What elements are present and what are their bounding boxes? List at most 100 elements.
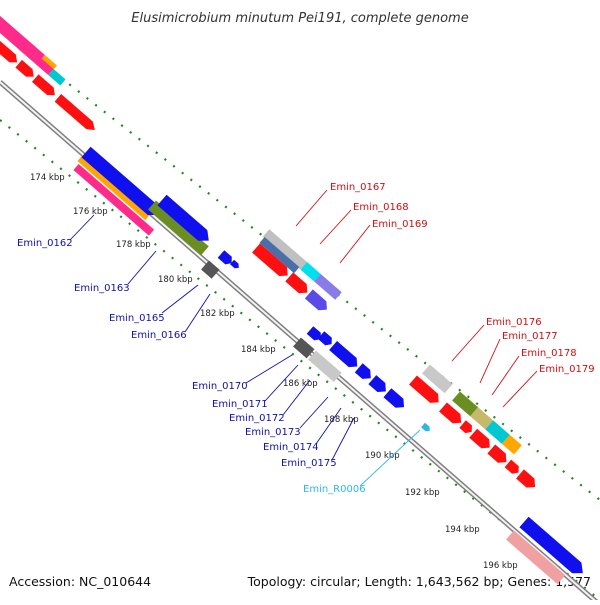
gene-label[interactable]: Emin_0162 bbox=[17, 238, 73, 249]
gene-arrow[interactable] bbox=[439, 402, 465, 427]
gene-arrow[interactable] bbox=[469, 428, 493, 452]
gene-block[interactable] bbox=[262, 229, 308, 270]
gene-block[interactable] bbox=[0, 22, 54, 75]
gene-label[interactable]: Emin_0175 bbox=[281, 458, 337, 469]
leader-line bbox=[331, 417, 355, 461]
gene-arrow[interactable] bbox=[230, 259, 241, 270]
gene-label[interactable]: Emin_0171 bbox=[212, 399, 268, 410]
gene-arrow[interactable] bbox=[409, 375, 443, 406]
leader-line bbox=[264, 364, 299, 402]
gene-label[interactable]: Emin_0165 bbox=[109, 313, 165, 324]
kbp-tick-label: 178 kbp bbox=[116, 240, 151, 250]
gene-label[interactable]: Emin_0168 bbox=[353, 202, 409, 213]
leader-line bbox=[184, 293, 211, 333]
gene-arrow[interactable] bbox=[504, 459, 522, 477]
gene-arrow[interactable] bbox=[329, 340, 361, 371]
gene-arrow[interactable] bbox=[317, 331, 335, 348]
gene-label[interactable]: Emin_0177 bbox=[502, 331, 558, 342]
leader-line bbox=[69, 214, 95, 241]
kbp-tick-label: 190 kbp bbox=[365, 451, 400, 461]
gene-arrow[interactable] bbox=[157, 194, 213, 246]
leader-line bbox=[359, 429, 421, 487]
ruler-lines bbox=[0, 29, 600, 601]
kbp-tick-label: 180 kbp bbox=[158, 275, 193, 285]
gene-arrow[interactable] bbox=[54, 94, 99, 134]
accession-label: Accession: NC_010644 bbox=[9, 574, 151, 589]
gene-block[interactable] bbox=[308, 350, 342, 382]
gene-label[interactable]: Emin_0179 bbox=[539, 364, 595, 375]
kbp-tick-label: 188 kbp bbox=[324, 415, 359, 425]
gene-arrow[interactable] bbox=[354, 363, 375, 383]
gene-labels-left: Emin_0162 Emin_0163 Emin_0165 Emin_0166 … bbox=[17, 238, 366, 495]
kbp-tick-label: 184 kbp bbox=[241, 345, 276, 355]
gene-label[interactable]: Emin_0169 bbox=[372, 219, 428, 230]
map-title: Elusimicrobium minutum Pei191, complete … bbox=[131, 11, 468, 26]
gene-label[interactable]: Emin_0170 bbox=[192, 381, 248, 392]
gene-block[interactable] bbox=[452, 391, 479, 417]
label-leader-lines bbox=[69, 189, 538, 487]
gene-block[interactable] bbox=[485, 420, 510, 444]
gene-block[interactable] bbox=[148, 200, 209, 256]
gene-label-rna[interactable]: Emin_R0006 bbox=[303, 484, 366, 495]
gene-arrow[interactable] bbox=[383, 388, 407, 411]
kbp-tick-label: 182 kbp bbox=[200, 309, 235, 319]
gene-arrow[interactable] bbox=[306, 326, 324, 343]
gene-labels-right: Emin_0167 Emin_0168 Emin_0169 Emin_0176 … bbox=[330, 182, 595, 375]
leader-line bbox=[491, 355, 520, 396]
gene-arrow[interactable] bbox=[31, 74, 58, 99]
gene-block[interactable] bbox=[201, 260, 220, 279]
gene-arrow[interactable] bbox=[459, 420, 475, 435]
gene-block[interactable] bbox=[259, 236, 300, 274]
gene-arrow[interactable] bbox=[285, 272, 311, 297]
gene-block[interactable] bbox=[77, 154, 151, 221]
gene-block[interactable] bbox=[39, 54, 58, 72]
leader-line bbox=[451, 324, 485, 362]
gene-block[interactable] bbox=[501, 434, 522, 455]
leader-line bbox=[245, 354, 293, 384]
gene-label[interactable]: Emin_0172 bbox=[229, 413, 285, 424]
gene-label[interactable]: Emin_0176 bbox=[486, 317, 542, 328]
gene-label[interactable]: Emin_0167 bbox=[330, 182, 386, 193]
gene-label[interactable]: Emin_0163 bbox=[74, 283, 130, 294]
gene-arrow[interactable] bbox=[81, 146, 163, 221]
leader-line bbox=[299, 396, 329, 429]
gene-block[interactable] bbox=[0, 12, 45, 62]
leader-line bbox=[479, 338, 501, 384]
kbp-tick-label: 186 kbp bbox=[283, 379, 318, 389]
gene-arrow[interactable] bbox=[368, 375, 389, 396]
gene-arrow[interactable] bbox=[519, 516, 587, 579]
gene-arrow[interactable] bbox=[217, 250, 235, 267]
gene-block[interactable] bbox=[314, 273, 342, 300]
gene-block[interactable] bbox=[470, 407, 494, 430]
gene-label[interactable]: Emin_0174 bbox=[263, 442, 319, 453]
leader-line bbox=[161, 284, 199, 314]
gene-label[interactable]: Emin_0173 bbox=[245, 427, 301, 438]
gene-arrow[interactable] bbox=[15, 59, 37, 81]
leader-line bbox=[282, 379, 311, 416]
kbp-tick-label: 194 kbp bbox=[445, 525, 480, 535]
gene-block[interactable] bbox=[300, 262, 321, 282]
kbp-tick-label: 196 kbp bbox=[483, 561, 518, 571]
gene-arrow[interactable] bbox=[0, 40, 20, 66]
gene-arrow[interactable] bbox=[487, 444, 510, 466]
gene-arrow[interactable] bbox=[252, 243, 292, 280]
gene-block[interactable] bbox=[73, 163, 155, 236]
gene-label[interactable]: Emin_0166 bbox=[131, 330, 187, 341]
gene-block[interactable] bbox=[293, 337, 315, 359]
gene-arrow[interactable] bbox=[304, 289, 331, 314]
gene-features bbox=[0, 12, 587, 585]
gene-block[interactable] bbox=[422, 364, 453, 394]
gene-arrow[interactable] bbox=[516, 469, 539, 491]
genome-summary-label: Topology: circular; Length: 1,643,562 bp… bbox=[247, 574, 591, 589]
gene-block[interactable] bbox=[506, 530, 566, 585]
leader-line bbox=[339, 224, 371, 264]
leader-line bbox=[127, 250, 157, 285]
kbp-tick-label: 176 kbp bbox=[73, 207, 108, 217]
gene-label[interactable]: Emin_0178 bbox=[521, 348, 577, 359]
gene-block[interactable] bbox=[48, 68, 66, 86]
kbp-tick-label: 192 kbp bbox=[405, 488, 440, 498]
rna-marker[interactable] bbox=[421, 422, 432, 433]
leader-line bbox=[502, 370, 538, 408]
